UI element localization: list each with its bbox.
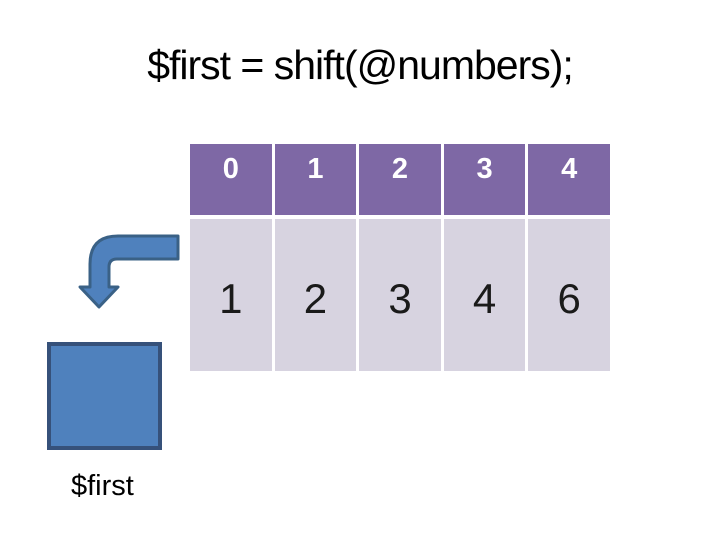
index-cell: 2 <box>359 144 441 215</box>
bent-down-arrow-icon <box>78 234 180 309</box>
slide-title: $first = shift(@numbers); <box>147 42 574 88</box>
first-value-box <box>47 342 162 450</box>
index-cell: 0 <box>190 144 272 215</box>
value-row: 1 2 3 4 6 <box>190 219 610 371</box>
bent-arrow-shape <box>78 234 180 309</box>
value-cell: 4 <box>443 219 526 371</box>
value-cell: 1 <box>190 219 272 371</box>
first-variable-label: $first <box>71 470 134 502</box>
index-cell: 4 <box>528 144 610 215</box>
index-row: 0 1 2 3 4 <box>190 144 610 215</box>
value-cell: 6 <box>528 219 610 371</box>
index-cell: 3 <box>443 144 526 215</box>
value-cell: 2 <box>274 219 357 371</box>
array-table: 0 1 2 3 4 1 2 3 4 6 <box>190 144 610 371</box>
index-cell: 1 <box>274 144 357 215</box>
value-cell: 3 <box>359 219 441 371</box>
